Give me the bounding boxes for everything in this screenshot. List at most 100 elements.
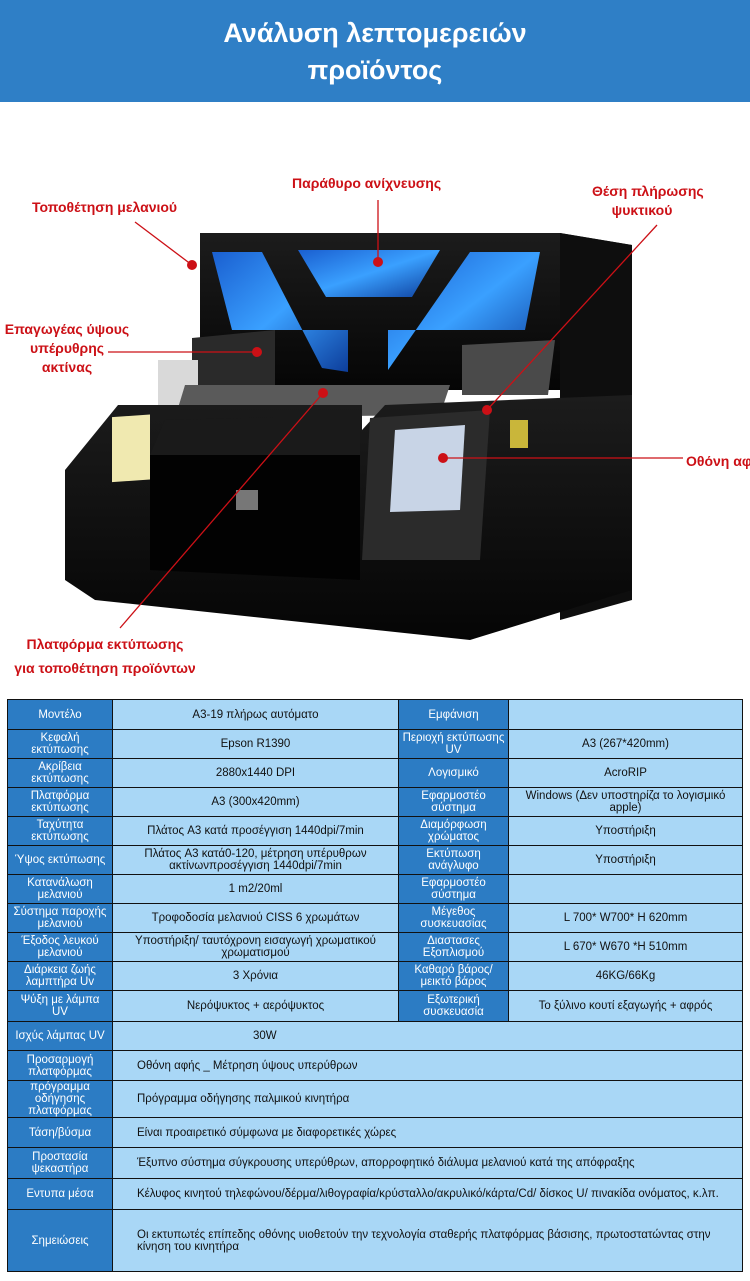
spec-value: Πλάτος A3 κατά προσέγγιση 1440dpi/7min [112, 816, 399, 846]
label-platform-line1: Πλατφόρμα εκτύπωσης [26, 636, 184, 652]
label-platform-line2: για τοποθέτηση προϊόντων [14, 660, 196, 676]
spec-value: 2880x1440 DPI [112, 758, 399, 788]
coolant-marker [482, 405, 492, 415]
header-title-line1: Ανάλυση λεπτομερειών [223, 18, 527, 48]
spec-value: 30W [112, 1021, 743, 1051]
ir-sensor-marker [252, 347, 262, 357]
spec-key: Καθαρό βάρος/ μεικτό βάρος [398, 961, 509, 991]
spec-value: Νερόψυκτος + αερόψυκτος [112, 990, 399, 1022]
page-header: Ανάλυση λεπτομερειών προϊόντος [0, 0, 750, 102]
left-window [212, 252, 348, 372]
spec-value: A3 (300x420mm) [112, 787, 399, 817]
spec-key: Περιοχή εκτύπωσης UV [398, 729, 509, 759]
spec-key: Διαμόρφωση χρώματος [398, 816, 509, 846]
spec-value: Το ξύλινο κουτί εξαγωγής + αφρός [508, 990, 743, 1022]
spec-key: Εξωτερική συσκευασία [398, 990, 509, 1022]
spec-key: Ταχύτητα εκτύπωσης [7, 816, 113, 846]
spec-value: Υποστήριξη [508, 845, 743, 875]
spec-key: Κεφαλή εκτύπωσης [7, 729, 113, 759]
spec-key: Διάρκεια ζωής λαμπτήρα Uv [7, 961, 113, 991]
spec-key: Ισχύς λάμπας UV [7, 1021, 113, 1051]
spec-key: Μοντέλο [7, 699, 113, 730]
spec-value: 3 Χρόνια [112, 961, 399, 991]
spec-key: Ψύξη με λάμπα UV [7, 990, 113, 1022]
spec-value [508, 874, 743, 904]
spec-value: Έξυπνο σύστημα σύγκρουσης υπερύθρων, απο… [112, 1147, 743, 1179]
spec-key: Εκτύπωση ανάγλυφο [398, 845, 509, 875]
label-ir-sensor: Επαγωγέας ύψους υπέρυθρης ακτίνας [2, 320, 132, 377]
spec-value: A3 (267*420mm) [508, 729, 743, 759]
spec-key: Σημειώσεις [7, 1209, 113, 1272]
label-coolant-fill: Θέση πλήρωσης ψυκτικού [592, 182, 704, 220]
spec-value: Οι εκτυπωτές επίπεδης οθόνης υιοθετούν τ… [112, 1209, 743, 1272]
spec-key: Μέγεθος συσκευασίας [398, 903, 509, 933]
header-title-line2: προϊόντος [307, 55, 443, 85]
spec-key: Εντυπα μέσα [7, 1178, 113, 1210]
spec-key: Λογισμικό [398, 758, 509, 788]
spec-value: Υποστήριξη [508, 816, 743, 846]
platform-marker [318, 388, 328, 398]
detection-window [298, 250, 440, 297]
right-window [388, 252, 540, 370]
label-ink-placement: Τοποθέτηση μελανιού [32, 199, 178, 215]
label-ir-line3: ακτίνας [41, 359, 93, 375]
spec-value: L 670* W670 *H 510mm [508, 932, 743, 962]
spec-key: Πλατφόρμα εκτύπωσης [7, 787, 113, 817]
spec-key: Σύστημα παροχής μελανιού [7, 903, 113, 933]
ink-placement-marker [187, 260, 197, 270]
spec-key: Εφαρμοστέο σύστημα [398, 874, 509, 904]
spec-value [508, 699, 743, 730]
spec-key: Διαστασες Εξοπλισμού [398, 932, 509, 962]
label-coolant-line2: ψυκτικού [611, 202, 673, 218]
spec-value: Υποστήριξη/ ταυτόχρονη εισαγωγή χρωματικ… [112, 932, 399, 962]
spec-value: Windows (Δεν υποστηρίζα το λογισμικό app… [508, 787, 743, 817]
spec-key: Τάση/βύσμα [7, 1117, 113, 1148]
spec-value: Τροφοδοσία μελανιού CISS 6 χρωμάτων [112, 903, 399, 933]
detection-window-marker [373, 257, 383, 267]
label-print-platform: Πλατφόρμα εκτύπωσης για τοποθέτηση προϊό… [10, 632, 200, 680]
label-detection-window: Παράθυρο ανίχνευσης [292, 175, 442, 191]
spec-key: Έξοδος λευκού μελανιού [7, 932, 113, 962]
spec-key: Προστασία ψεκαστήρα [7, 1147, 113, 1179]
spec-key: πρόγραμμα οδήγησης πλατφόρμας [7, 1080, 113, 1118]
spec-key: Εφαρμοστέο σύστημα [398, 787, 509, 817]
spec-value: Πλάτος A3 κατά0-120, μέτρηση υπέρυθρων α… [112, 845, 399, 875]
spec-key: Ακρίβεια εκτύπωσης [7, 758, 113, 788]
spec-value: Πρόγραμμα οδήγησης παλμικού κινητήρα [112, 1080, 743, 1118]
spec-value: A3-19 πλήρως αυτόματο [112, 699, 399, 730]
label-touch-screen: Οθόνη αφής [686, 453, 750, 469]
touch-screen [390, 425, 465, 512]
spec-value: 1 m2/20ml [112, 874, 399, 904]
spec-value: Epson R1390 [112, 729, 399, 759]
spec-key: Κατανάλωση μελανιού [7, 874, 113, 904]
spec-value: L 700* W700* H 620mm [508, 903, 743, 933]
product-illustration: Τοποθέτηση μελανιού Παράθυρο ανίχνευσης … [0, 102, 750, 692]
spec-value: AcroRIP [508, 758, 743, 788]
spec-value: Οθόνη αφής _ Μέτρηση ύψους υπερύθρων [112, 1050, 743, 1081]
label-ir-line2: υπέρυθρης [29, 340, 105, 356]
spec-value: Κέλυφος κινητού τηλεφώνου/δέρμα/λιθογραφ… [112, 1178, 743, 1210]
label-coolant-line1: Θέση πλήρωσης [592, 183, 704, 199]
spec-key: Ύψος εκτύπωσης [7, 845, 113, 875]
spec-key: Εμφάνιση [398, 699, 509, 730]
spec-value: 46KG/66Kg [508, 961, 743, 991]
spec-key: Προσαρμογή πλατφόρμας [7, 1050, 113, 1081]
touch-screen-marker [438, 453, 448, 463]
